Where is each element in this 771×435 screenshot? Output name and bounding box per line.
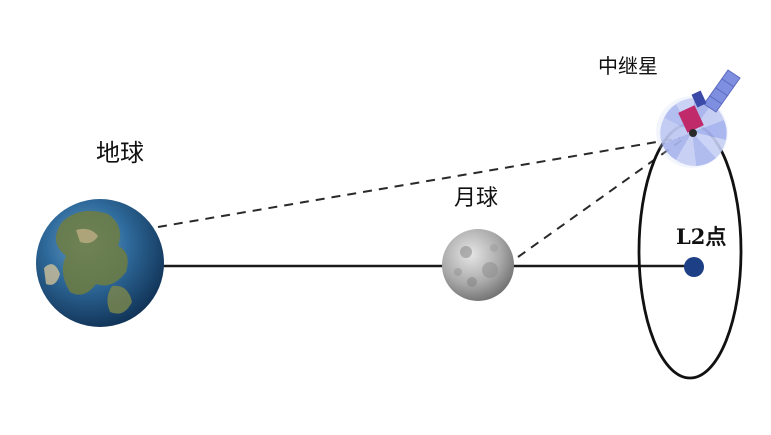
solar-panel [703, 69, 741, 113]
satellite-body [678, 90, 707, 137]
moon-relay-dashed-link [517, 139, 683, 258]
earth-label: 地球 [96, 139, 144, 167]
l2-point-label: L2点 [676, 224, 727, 249]
earth [36, 199, 164, 327]
earth-relay-dashed-link [157, 137, 681, 228]
moon [442, 229, 514, 301]
relay-satellite-label: 中继星 [598, 54, 658, 78]
l2-point-dot [684, 257, 704, 277]
relay-satellite [656, 69, 741, 168]
moon-label: 月球 [454, 186, 499, 211]
